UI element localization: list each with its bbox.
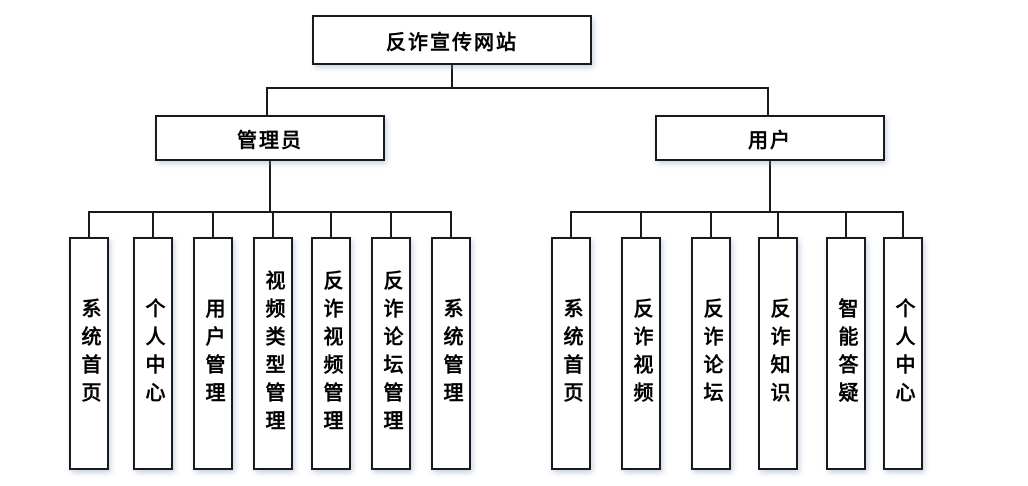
leaf-node: 系统首页 [551, 237, 591, 470]
leaf-node: 反诈视频管理 [311, 237, 351, 470]
node-admin-label: 管理员 [237, 129, 303, 152]
node-root-label: 反诈宣传网站 [386, 31, 518, 54]
leaf-node-label: 系统管理 [440, 297, 462, 410]
node-root: 反诈宣传网站 [312, 15, 592, 65]
leaf-node-label: 反诈论坛 [700, 297, 722, 410]
leaf-node: 视频类型管理 [253, 237, 293, 470]
leaf-node: 系统管理 [431, 237, 471, 470]
leaf-node-label: 个人中心 [892, 297, 914, 410]
leaf-node-label: 视频类型管理 [262, 269, 284, 438]
leaf-node-label: 反诈论坛管理 [380, 269, 402, 438]
leaf-node-label: 智能答疑 [835, 297, 857, 410]
leaf-node: 反诈视频 [621, 237, 661, 470]
leaf-node: 反诈知识 [758, 237, 798, 470]
leaf-node-label: 反诈视频管理 [320, 269, 342, 438]
leaf-node: 反诈论坛 [691, 237, 731, 470]
leaf-node-label: 系统首页 [78, 297, 100, 410]
leaf-node: 用户管理 [193, 237, 233, 470]
leaf-node: 个人中心 [883, 237, 923, 470]
leaf-node-label: 个人中心 [142, 297, 164, 410]
leaf-node: 智能答疑 [826, 237, 866, 470]
leaf-node-label: 用户管理 [202, 297, 224, 410]
node-admin: 管理员 [155, 115, 385, 161]
node-user: 用户 [655, 115, 885, 161]
leaf-node-label: 系统首页 [560, 297, 582, 410]
leaf-node: 反诈论坛管理 [371, 237, 411, 470]
leaf-node-label: 反诈知识 [767, 297, 789, 410]
leaf-node: 个人中心 [133, 237, 173, 470]
leaf-node-label: 反诈视频 [630, 297, 652, 410]
node-user-label: 用户 [748, 129, 792, 152]
leaf-node: 系统首页 [69, 237, 109, 470]
